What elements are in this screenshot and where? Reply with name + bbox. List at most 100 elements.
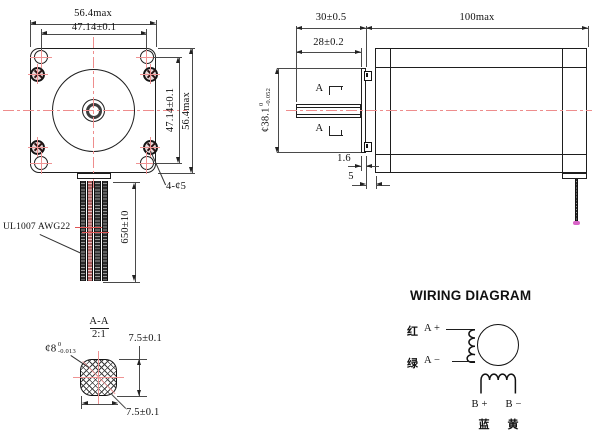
extension-line <box>277 67 361 69</box>
phase-a-minus-lead <box>452 360 475 363</box>
cable-length-dim: 650±10 <box>119 210 131 244</box>
dim-shaft-total: 30±0.5 <box>315 12 347 23</box>
dim-height-max: 56.4max <box>180 91 192 130</box>
section-mark-bottom: A <box>315 122 324 134</box>
wiring-title: WIRING DIAGRAM <box>410 287 532 303</box>
extension-line <box>117 395 147 397</box>
shaft-dia-value: ¢8 <box>45 342 57 355</box>
lead-wire <box>87 181 94 281</box>
centerline <box>146 46 147 68</box>
boss-dia-value: ¢38.1 <box>260 107 272 133</box>
dimension-line <box>178 57 180 163</box>
dimension-line <box>366 166 379 167</box>
dim-boss-thickness: 1.6 <box>337 153 351 164</box>
arrowhead <box>355 49 361 54</box>
dim-hole-spacing-h: 47.14±0.1 <box>71 21 117 33</box>
dimension-line <box>352 184 366 186</box>
dimension-line <box>30 23 156 25</box>
cable-spec-label: UL1007 AWG22 <box>3 221 71 232</box>
red-wire-label: 红 <box>407 325 418 338</box>
vertical-centerline <box>92 37 94 188</box>
centerline <box>149 137 151 157</box>
arrowhead <box>81 401 88 406</box>
dim-hole-spacing-v: 47.14±0.1 <box>164 87 176 133</box>
arrowhead <box>360 25 366 30</box>
rotor-circle <box>477 324 519 366</box>
arrowhead <box>355 163 361 168</box>
extension-line <box>146 29 147 50</box>
centerline <box>37 64 38 84</box>
flange-screw-side <box>364 70 372 81</box>
break-mark <box>82 231 109 234</box>
extension-line <box>365 26 367 67</box>
dim-body-length: 100max <box>459 12 495 23</box>
extension-line <box>587 26 589 47</box>
phase-a-plus-lead <box>446 328 475 330</box>
leader-line <box>39 233 84 255</box>
boss-tolerance: 0-0.052 <box>258 87 272 106</box>
section-cut-mark <box>329 85 343 95</box>
dimension-line <box>191 48 193 173</box>
dimension-line <box>81 403 118 405</box>
dimension-line <box>296 52 361 53</box>
arrowhead <box>366 163 372 168</box>
centerline <box>40 152 42 174</box>
dimension-line <box>366 28 588 29</box>
dim-shaft-ext: 28±0.2 <box>313 36 344 48</box>
centerline <box>37 137 38 157</box>
extension-line <box>277 152 361 153</box>
body-corner-line <box>375 153 587 155</box>
section-title-underline <box>89 327 109 329</box>
dim-flat-bottom: 7.5±0.1 <box>126 406 160 418</box>
arrowhead <box>376 182 382 187</box>
arrowhead <box>30 21 36 26</box>
arrowhead <box>176 57 181 63</box>
dimension-line <box>348 166 361 167</box>
arrowhead <box>189 48 194 54</box>
section-cut-tick <box>341 85 343 90</box>
blue-wire-label: 蓝 <box>478 418 490 431</box>
phase-b-minus-label: B − <box>505 398 522 410</box>
arrowhead <box>176 157 181 163</box>
shaft-tolerance: 0-0.013 <box>57 341 76 355</box>
section-scale: 2:1 <box>91 329 107 340</box>
dim-flat-top: 7.5±0.1 <box>128 333 162 344</box>
extension-line <box>119 359 147 360</box>
lead-wire <box>80 181 87 281</box>
section-cut-mark <box>329 126 343 136</box>
section-title: A-A <box>89 315 109 327</box>
extension-line <box>29 20 31 47</box>
arrowhead <box>136 359 141 365</box>
horizontal-centerline <box>286 110 592 112</box>
horizontal-centerline <box>73 377 124 378</box>
arrowhead <box>296 49 302 54</box>
dim-width-max: 56.4max <box>74 8 112 19</box>
dimension-line <box>296 28 366 29</box>
arrowhead <box>140 31 147 36</box>
dimension-line <box>277 68 279 153</box>
yellow-wire-label: 黄 <box>507 418 519 431</box>
centerline <box>40 46 42 68</box>
extension-line <box>360 156 362 171</box>
extension-line <box>158 47 195 49</box>
shaft-flat-line <box>297 107 360 109</box>
arrowhead <box>582 25 588 30</box>
horizontal-centerline <box>3 110 187 111</box>
arrowhead <box>150 21 156 26</box>
dimension-line <box>41 33 147 35</box>
shaft-flat-line <box>297 114 360 116</box>
phase-b-plus-label: B + <box>471 398 488 410</box>
dimension-line <box>134 183 136 282</box>
rear-wire <box>574 178 578 222</box>
extension-line <box>113 181 140 183</box>
extension-line <box>360 48 362 67</box>
rear-wire-tip <box>572 221 580 225</box>
lead-wire <box>94 181 101 281</box>
extension-line <box>158 172 195 174</box>
dim-pilot-depth: 5 <box>348 171 354 182</box>
arrowhead <box>189 167 194 173</box>
arrowhead <box>111 401 118 406</box>
